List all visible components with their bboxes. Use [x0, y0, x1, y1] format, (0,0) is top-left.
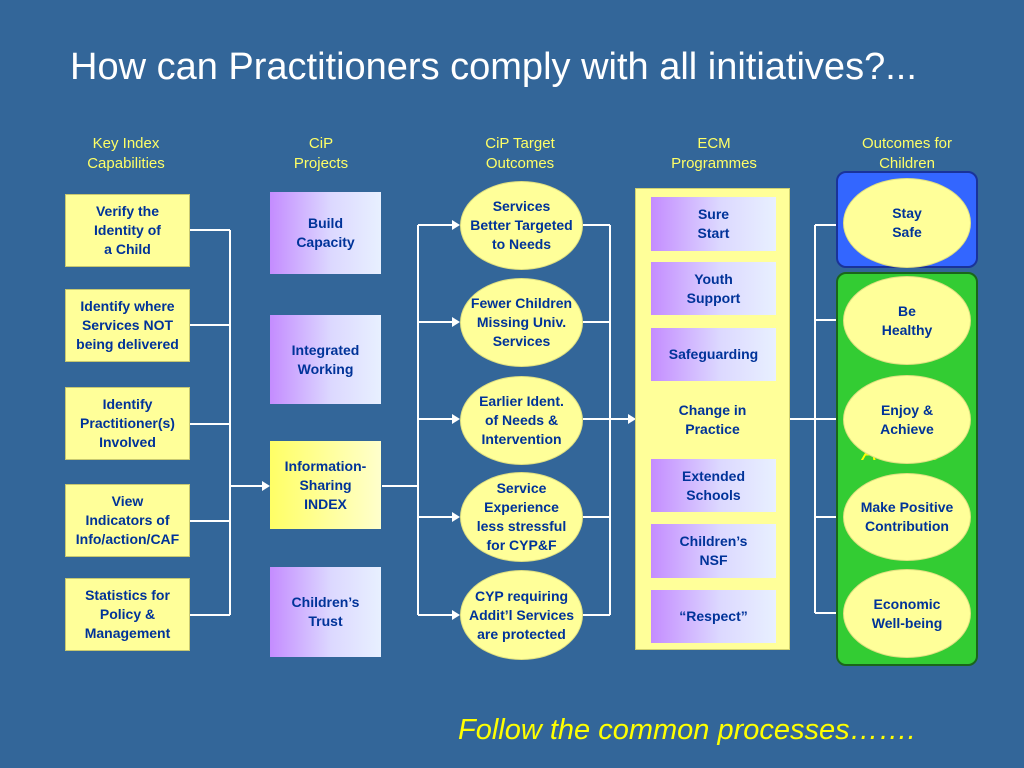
footer-text: Follow the common processes……. — [458, 714, 916, 746]
ecm-safeguarding: Safeguarding — [651, 328, 776, 381]
outcome-enjoy-achieve: Enjoy &Achieve — [843, 375, 971, 464]
ecm-respect: “Respect” — [651, 590, 776, 643]
page-title: How can Practitioners comply with all in… — [70, 46, 917, 88]
cip-outcome-earlier-identification: Earlier Ident.of Needs &Intervention — [460, 376, 583, 465]
